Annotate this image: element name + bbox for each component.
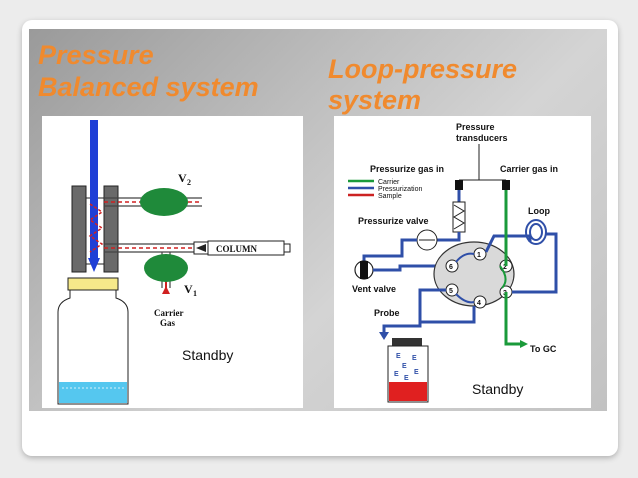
vial-mark-2: E xyxy=(412,355,417,362)
vial-mark-3: E xyxy=(402,363,407,370)
valve-v1 xyxy=(144,254,188,282)
carrier-gas-label-line2: Gas xyxy=(160,318,176,328)
standby-label-right: Standby xyxy=(472,381,523,397)
legend-carrier-label: Carrier xyxy=(378,179,400,186)
port4-line xyxy=(420,306,476,324)
left-title-line2: Balanced system xyxy=(38,72,259,102)
pressurization-to-vent xyxy=(362,238,417,266)
loop-pressure-svg: Pressure transducers Pressurize gas in C… xyxy=(348,122,558,403)
valve-v1-subscript: 1 xyxy=(193,289,197,298)
carrier-flow-internal xyxy=(88,203,104,253)
port-5-label: 5 xyxy=(449,288,453,295)
channel-2-3 xyxy=(499,265,507,289)
port-2-label: 2 xyxy=(503,264,507,271)
vial-body xyxy=(57,289,129,405)
legend-sample-label: Sample xyxy=(378,193,402,200)
column-end-cap xyxy=(283,243,291,253)
vial-mark-1: E xyxy=(396,353,401,360)
loop-return-line xyxy=(512,232,558,294)
pressure-transducers-line1: Pressure xyxy=(456,122,495,132)
loop-coil-inner xyxy=(529,223,543,241)
pressurize-connector xyxy=(455,180,463,190)
port-4-label: 4 xyxy=(477,300,481,307)
vent-valve-label: Vent valve xyxy=(352,284,396,294)
vial-cap xyxy=(67,277,119,291)
carrier-to-gc-line xyxy=(504,292,520,346)
carrier-gas-label-line1: Carrier xyxy=(154,308,183,318)
vent-valve-gate xyxy=(360,261,368,279)
pressure-balanced-diagram: V 2 COLUMN V 1 Carrier Gas Standby xyxy=(42,116,303,408)
to-gc-label: To GC xyxy=(530,344,557,354)
to-gc-arrow xyxy=(520,340,528,348)
port-1-label: 1 xyxy=(477,252,481,259)
probe-arrow xyxy=(379,332,389,340)
pressurize-gas-in-label: Pressurize gas in xyxy=(370,164,444,174)
pressure-transducers-line2: transducers xyxy=(456,133,508,143)
vial-liquid xyxy=(59,382,127,403)
column-label: COLUMN xyxy=(216,244,257,254)
pressurize-coil-zigzag xyxy=(453,204,465,230)
port-6-label: 6 xyxy=(449,264,453,271)
port1-to-loop xyxy=(484,234,532,253)
vent-to-port6 xyxy=(373,264,444,272)
housing-right-block xyxy=(103,185,119,273)
legend-pressurization-label: Pressurization xyxy=(378,186,422,193)
carrier-connector xyxy=(502,180,510,190)
carrier-gas-in-label: Carrier gas in xyxy=(500,164,558,174)
valve-v1-label: V xyxy=(184,282,193,296)
pressure-balanced-svg: V 2 COLUMN V 1 Carrier Gas Standby xyxy=(57,120,291,405)
vial-mark-4: E xyxy=(394,371,399,378)
right-title-line2: system xyxy=(328,85,422,115)
sampling-needle xyxy=(90,120,98,258)
port-6 xyxy=(445,259,459,273)
valve-v2-label: V xyxy=(178,171,187,185)
channel-6-1 xyxy=(455,252,475,263)
vial-mark-6: E xyxy=(404,375,409,382)
housing-left-block xyxy=(71,185,87,273)
pressurization-to-valve xyxy=(434,232,461,242)
needle-tip xyxy=(88,258,100,272)
loop-label: Loop xyxy=(528,206,550,216)
valve-v2 xyxy=(140,188,188,216)
vial-mark-5: E xyxy=(414,369,419,376)
pressurize-valve-label: Pressurize valve xyxy=(358,216,429,226)
left-title-line1: Pressure xyxy=(38,40,154,70)
carrier-arrow xyxy=(162,286,170,294)
right-title-line1: Loop-pressure xyxy=(328,54,518,84)
column-arrow-head xyxy=(196,244,206,252)
loop-coil-outer xyxy=(525,219,547,245)
loop-pressure-diagram: Pressure transducers Pressurize gas in C… xyxy=(334,116,591,408)
sample-vial-liquid xyxy=(389,382,427,401)
sample-vial-cap xyxy=(392,338,422,346)
probe-label: Probe xyxy=(374,308,400,318)
port5-to-probe xyxy=(382,288,446,334)
valve-v2-subscript: 2 xyxy=(187,178,191,187)
channel-5-4 xyxy=(455,293,475,304)
standby-label-left: Standby xyxy=(182,347,233,363)
